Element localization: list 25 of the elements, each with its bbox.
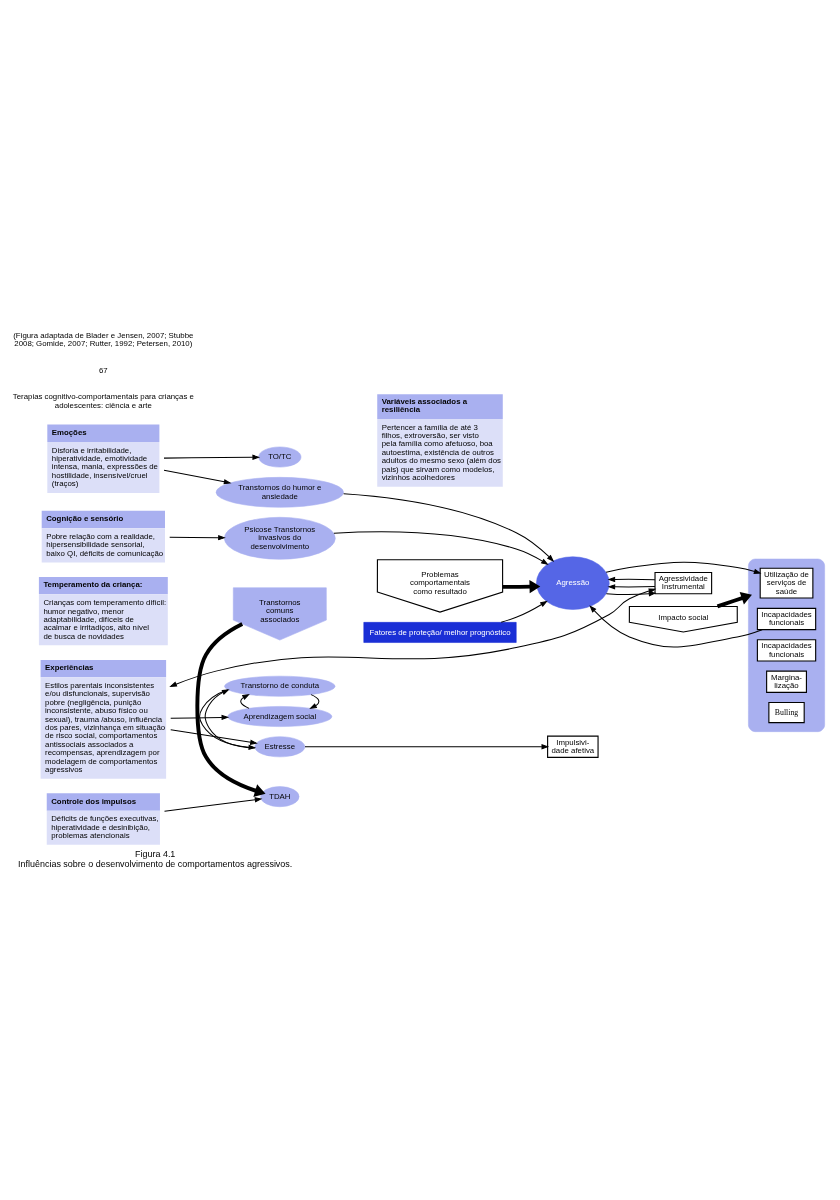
arrow — [716, 591, 752, 608]
cluster — [748, 558, 825, 732]
arrow — [304, 743, 550, 749]
arrow — [589, 604, 763, 648]
arrow — [163, 469, 232, 484]
node-box: Bulling — [768, 701, 805, 723]
arrow — [240, 693, 250, 709]
arrow — [164, 796, 263, 812]
arrow — [195, 621, 266, 797]
arrow — [605, 561, 762, 574]
arrow — [607, 583, 656, 589]
diagram-title: Figura 4.1 — [135, 848, 176, 859]
arrow — [309, 693, 320, 709]
arrow — [333, 530, 549, 565]
arrow — [169, 534, 226, 540]
arrow — [170, 714, 230, 720]
arrow — [605, 590, 657, 596]
caption: Influências sobre o desenvolvimento de comportamentos agressivos. — [18, 858, 293, 869]
arrow — [502, 579, 541, 593]
arrow — [500, 600, 548, 623]
arrow — [169, 587, 657, 687]
arrow — [343, 492, 555, 562]
arrow — [607, 576, 656, 582]
arrow — [170, 728, 258, 745]
arrow — [163, 454, 261, 460]
